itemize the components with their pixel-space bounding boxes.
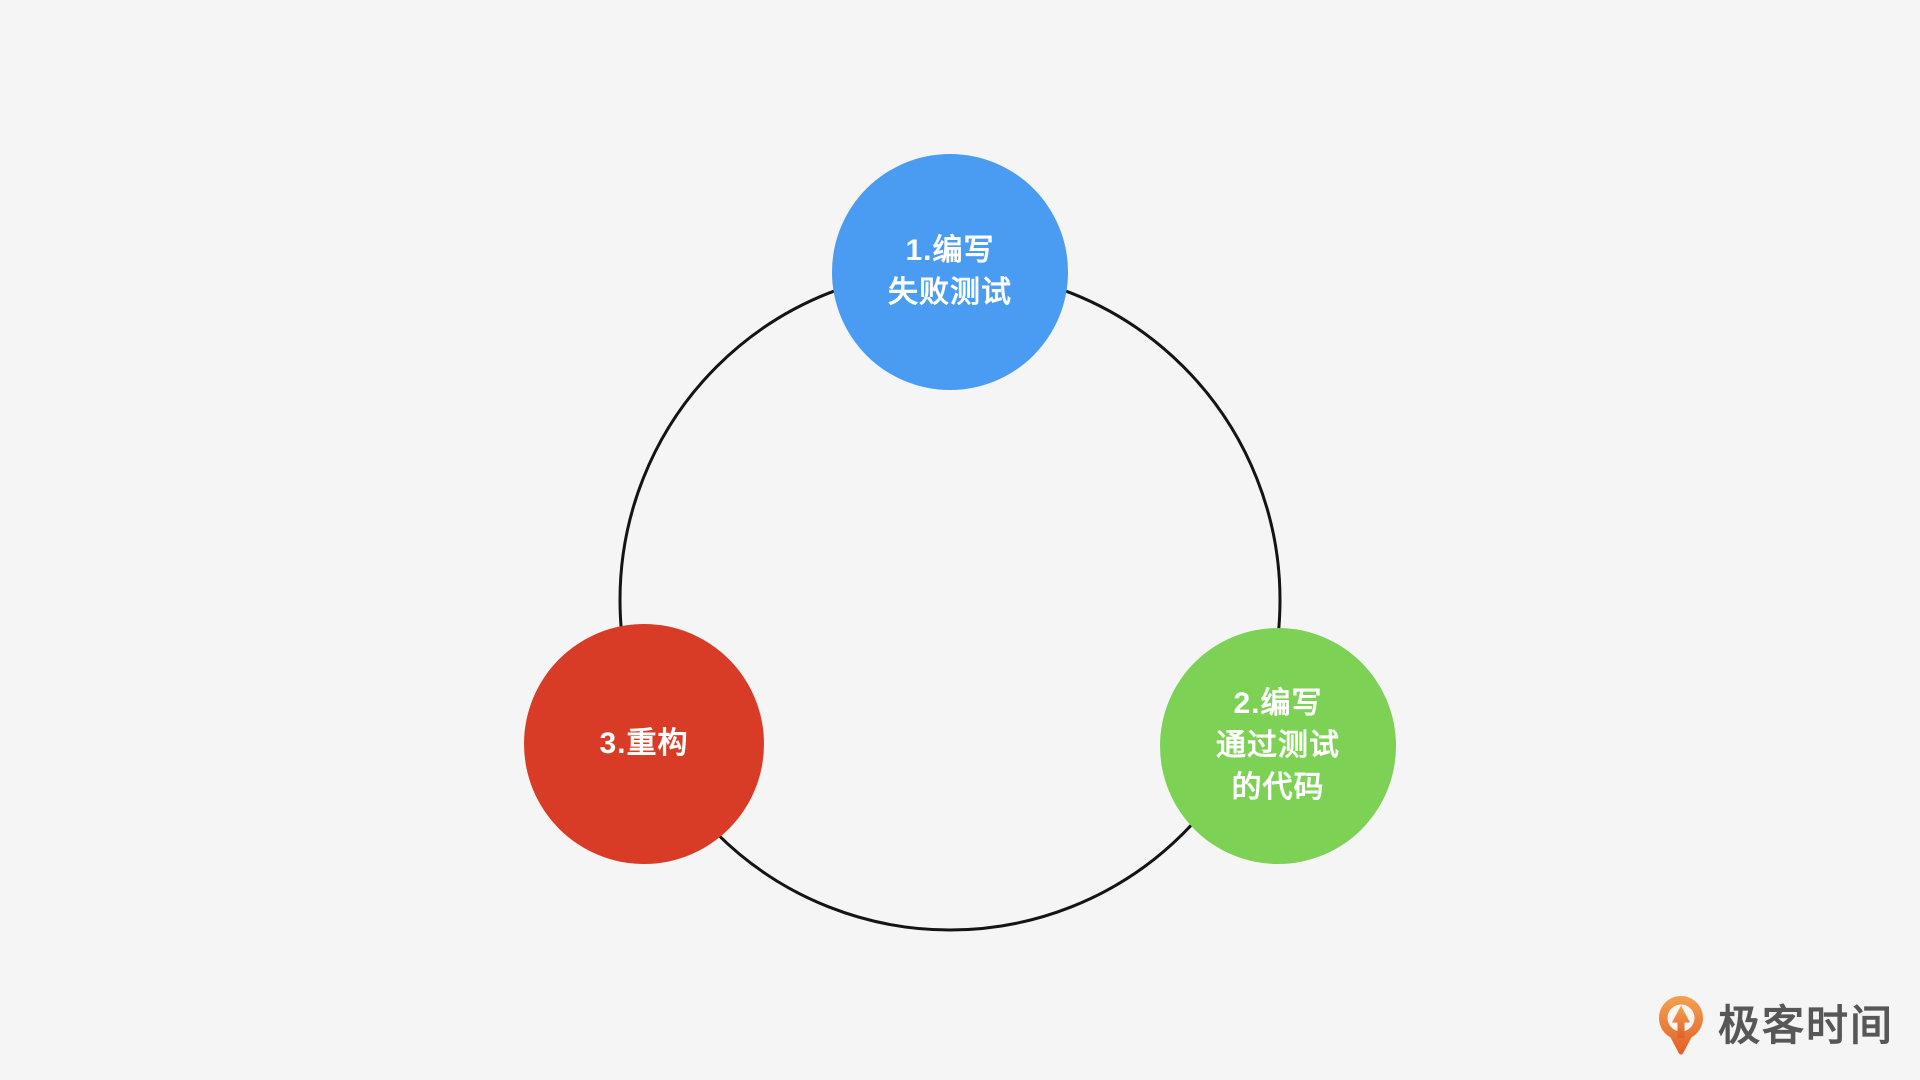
node-write-passing-code: 2.编写 通过测试 的代码 — [1160, 628, 1396, 864]
geektime-pin-icon — [1658, 996, 1703, 1055]
node-write-failing-test: 1.编写 失败测试 — [832, 154, 1068, 390]
node-write-passing-code-label: 2.编写 通过测试 的代码 — [1216, 687, 1340, 804]
geektime-logo: 极客时间 — [1657, 994, 1894, 1058]
geektime-logo-text: 极客时间 — [1717, 1002, 1894, 1049]
node-refactor-label: 3.重构 — [599, 727, 689, 760]
node-refactor: 3.重构 — [524, 624, 764, 864]
pin-arrow — [1671, 1005, 1690, 1038]
node-write-failing-test-label: 1.编写 失败测试 — [888, 234, 1012, 309]
